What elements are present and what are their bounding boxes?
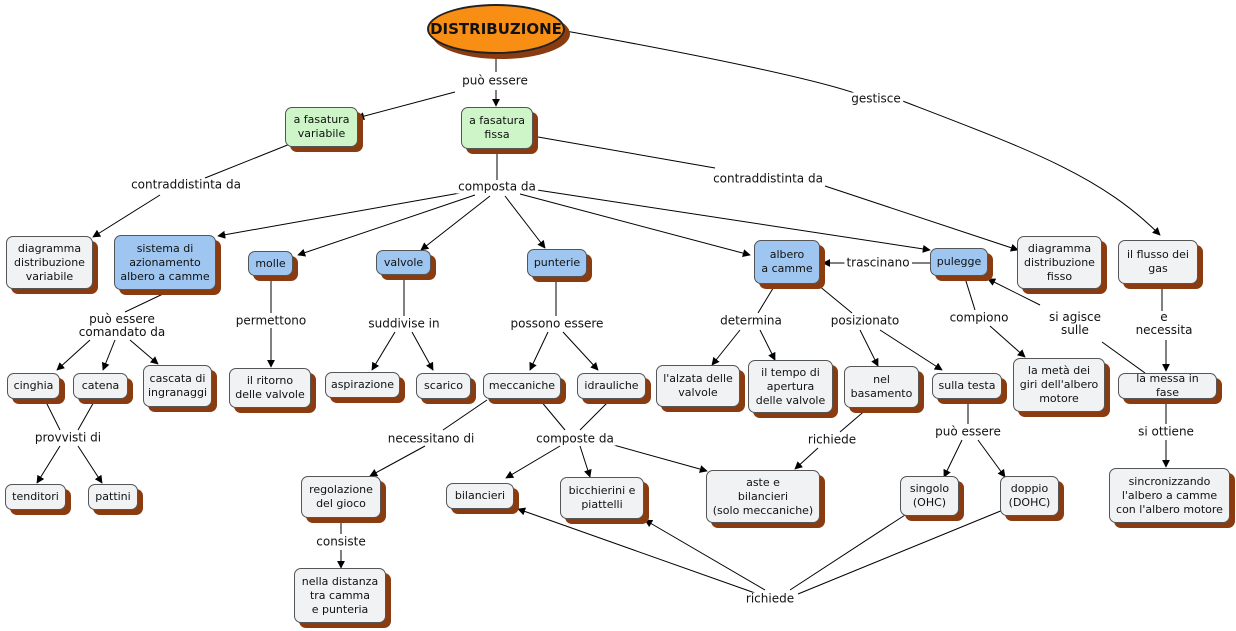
concept-molle[interactable]: molle [248, 251, 293, 276]
concept-meta-giri[interactable]: la metà dei giri dell'albero motore [1013, 358, 1105, 412]
concept-ritorno-valvole[interactable]: il ritorno delle valvole [229, 368, 311, 408]
concept-aspirazione[interactable]: aspirazione [325, 372, 400, 398]
concept-messa-in-fase[interactable]: la messa in fase [1118, 372, 1217, 399]
concept-punterie[interactable]: punterie [527, 249, 587, 277]
link-si-ottiene: si ottiene [1136, 424, 1196, 439]
concept-fasatura-variabile[interactable]: a fasatura variabile [285, 107, 358, 147]
link-compiono: compiono [947, 310, 1011, 325]
concept-cascata-ingranaggi[interactable]: cascata di ingranaggi [143, 365, 212, 407]
concept-valvole[interactable]: valvole [376, 250, 431, 275]
link-contraddistinta-da-variabile: contraddistinta da [129, 177, 243, 192]
concept-flusso-gas[interactable]: il flusso dei gas [1118, 240, 1198, 284]
link-gestisce: gestisce [849, 91, 903, 106]
link-trascinano: trascinano [844, 255, 912, 270]
concept-meccaniche[interactable]: meccaniche [483, 373, 561, 399]
link-composta-da: composta da [456, 179, 538, 194]
concept-alzata-valvole[interactable]: l'alzata delle valvole [656, 365, 740, 407]
concept-sulla-testa[interactable]: sulla testa [932, 373, 1002, 399]
link-posizionato: posizionato [828, 313, 902, 328]
link-puo-essere: può essere [460, 73, 530, 88]
link-consiste: consiste [314, 534, 368, 549]
concept-catena[interactable]: catena [73, 373, 128, 399]
link-determina: determina [718, 313, 784, 328]
concept-cinghia[interactable]: cinghia [7, 373, 60, 399]
link-contraddistinta-da-fisso: contraddistinta da [711, 171, 825, 186]
link-provvisti-di: provvisti di [32, 430, 104, 445]
concept-albero-a-camme[interactable]: albero a camme [754, 240, 820, 284]
concept-sistema-azionamento[interactable]: sistema di azionamento albero a camme [114, 235, 216, 290]
link-permettono: permettono [233, 313, 309, 328]
concept-tempo-apertura[interactable]: il tempo di apertura delle valvole [748, 360, 833, 413]
link-richiede-basamento: richiede [805, 432, 859, 447]
concept-distanza-camma-punteria[interactable]: nella distanza tra camma e punteria [294, 568, 386, 623]
concept-bicchierini-piattelli[interactable]: bicchierini e piattelli [560, 477, 644, 519]
link-si-agisce-sulle: si agisce sulle [1047, 310, 1103, 337]
concept-fasatura-fissa[interactable]: a fasatura fissa [461, 107, 533, 149]
concept-singolo-ohc[interactable]: singolo (OHC) [900, 476, 959, 516]
concept-pulegge[interactable]: pulegge [930, 248, 988, 276]
link-puo-essere-comandato-da: può essere comandato da [76, 312, 168, 339]
link-necessitano-di: necessitano di [385, 431, 477, 446]
concept-scarico[interactable]: scarico [416, 373, 471, 399]
concept-diagramma-fisso[interactable]: diagramma distribuzione fisso [1017, 236, 1102, 289]
concept-tenditori[interactable]: tenditori [5, 484, 66, 510]
concept-pattini[interactable]: pattini [88, 484, 138, 510]
concept-diagramma-variabile[interactable]: diagramma distribuzione variabile [6, 236, 93, 289]
link-composte-da: composte da [534, 431, 616, 446]
concept-regolazione-gioco[interactable]: regolazione del gioco [301, 476, 381, 518]
concept-idrauliche[interactable]: idrauliche [577, 373, 646, 399]
concept-bilancieri[interactable]: bilancieri [446, 483, 514, 509]
root-concept-distribuzione[interactable]: DISTRIBUZIONE [427, 4, 565, 54]
concept-nel-basamento[interactable]: nel basamento [844, 366, 919, 408]
link-puo-essere-testa: può essere [933, 424, 1003, 439]
link-suddivise-in: suddivise in [366, 316, 442, 331]
link-possono-essere: possono essere [508, 316, 606, 331]
link-e-necessita: e necessita [1133, 310, 1195, 337]
concept-aste-bilancieri[interactable]: aste e bilancieri (solo meccaniche) [706, 470, 820, 523]
concept-doppio-dohc[interactable]: doppio (DOHC) [1000, 476, 1059, 516]
link-richiede-ohc-dohc: richiede [743, 591, 797, 606]
concept-sincronizzando[interactable]: sincronizzando l'albero a camme con l'al… [1109, 468, 1230, 523]
